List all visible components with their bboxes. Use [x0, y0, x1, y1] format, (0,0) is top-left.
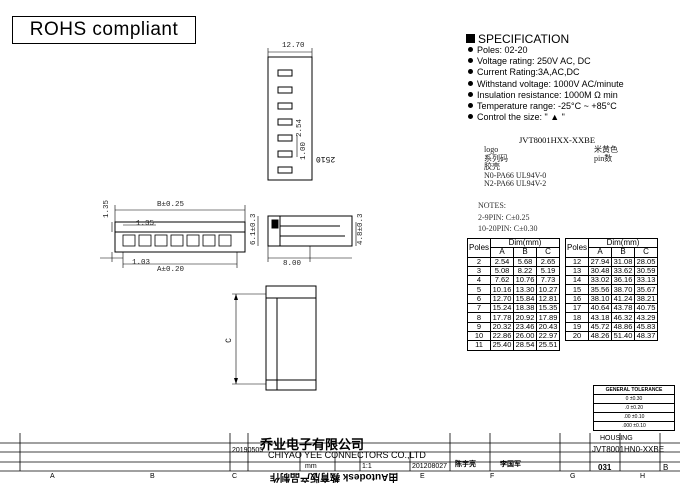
tolerance-title: GENERAL TOLERANCE [605, 387, 663, 393]
spec-item: Withstand voltage: 1000V AC/minute [468, 79, 624, 90]
revision: B [663, 463, 669, 472]
col-f: F [490, 473, 495, 480]
col-c: C [232, 473, 238, 480]
dim-2-54: 2.54 [296, 118, 304, 137]
rohs-badge: ROHS compliant [12, 16, 196, 44]
front-view-body [114, 221, 246, 253]
dim-cell: 25.51 [536, 340, 561, 351]
dim-c: C [224, 338, 234, 343]
checked-by: 李国军 [500, 461, 521, 468]
spec-item: Poles: 02-20 [468, 45, 624, 56]
spec-item: Temperature range: -25°C ~ +85°C [468, 101, 624, 112]
dim-8-00: 8.00 [283, 260, 302, 268]
notes: NOTES: 2-9PIN: C±0.25 10-20PIN: C±0.30 [478, 201, 538, 233]
spec-item: Control the size: " ▲ " [468, 112, 624, 123]
col-h: H [640, 473, 646, 480]
bullet-icon [468, 80, 473, 86]
col-a: A [50, 473, 55, 480]
spec-title: SPECIFICATION [466, 32, 569, 46]
dim-4-8: 4.8±0.3 [357, 213, 365, 245]
dim-1-35-left: 1.35 [103, 199, 111, 218]
bullet-icon [468, 91, 473, 97]
bullet-icon [468, 69, 473, 75]
general-tolerance: GENERAL TOLERANCE 0 ±0.30 .0 ±0.20 .00 ±… [593, 385, 675, 431]
square-bullet-icon [466, 34, 475, 43]
poles-cell: 11 [466, 340, 492, 351]
label-2510: 2510 [316, 154, 336, 163]
spec-item: Voltage rating: 250V AC, DC [468, 56, 624, 67]
col-e: E [420, 473, 425, 480]
drawn-by: 陈宇亮 [455, 461, 476, 468]
scale: 1:1 [362, 463, 372, 470]
col-b: B [150, 473, 155, 480]
poles-header: Poles [564, 238, 590, 258]
dim-1-00: 1.00 [300, 141, 308, 160]
part-code-legend-right: 米黄色 pin数 [594, 145, 618, 163]
date-1: 20190505 [232, 447, 264, 454]
dim-1-35-top: 1.35 [136, 220, 155, 228]
title-block [0, 433, 680, 472]
dim-1-03: 1.03 [132, 259, 151, 267]
bullet-icon [468, 58, 473, 64]
col-d: D [330, 473, 336, 480]
unit: mm [305, 463, 317, 470]
c-view-body [265, 285, 317, 391]
spec-title-text: SPECIFICATION [478, 32, 570, 46]
side-view-body [267, 215, 353, 247]
col-g: G [570, 473, 576, 480]
spec-list: Poles: 02-20 Voltage rating: 250V AC, DC… [468, 45, 624, 123]
part-code: JVT8001HXX-XXBE [519, 135, 596, 145]
date-2: 201208027 [412, 463, 448, 470]
part-code-legend: logo 系列码 胶壳 N0-PA66 UL94V-0 N2-PA66 UL94… [484, 145, 547, 189]
dim-b: B±0.25 [157, 201, 185, 209]
bullet-icon [468, 114, 473, 120]
bullet-icon [468, 103, 473, 109]
top-view-body [267, 56, 313, 181]
part-description: HOUSING [600, 435, 633, 442]
company-name-cn: 乔业电子有限公司 [260, 437, 365, 452]
dim-6-1: 6.1±0.3 [250, 213, 258, 245]
spec-item: Current Rating:3A,AC,DC [468, 67, 624, 78]
poles-header: Poles [466, 238, 492, 258]
sheet-number: 031 [598, 463, 612, 472]
autodesk-footer: 由Autodesk 教育版产品制作 [270, 471, 399, 482]
bullet-icon [468, 47, 473, 52]
spec-item: Insulation resistance: 1000M Ω min [468, 90, 624, 101]
dim-12-70: 12.70 [282, 42, 305, 50]
dim-a: A±0.20 [157, 266, 185, 274]
company-name-en: CHIYAO YEE CONNECTORS CO.,LTD [268, 450, 426, 460]
dim-cell: 48.37 [634, 330, 659, 342]
part-number: JVT8001HN0-XXBE [592, 445, 665, 454]
poles-cell: 20 [564, 330, 590, 342]
